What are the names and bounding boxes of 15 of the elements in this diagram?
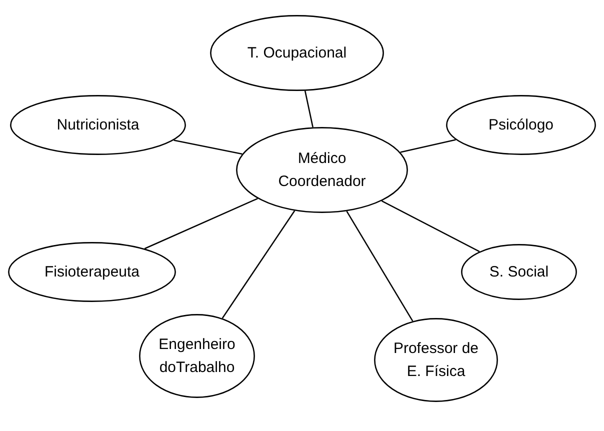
connector-line xyxy=(304,90,314,128)
node-label: Nutricionista xyxy=(56,116,140,136)
connector-line xyxy=(400,139,456,153)
node-label: Psicólogo xyxy=(487,116,555,136)
connector-line xyxy=(144,198,258,250)
node-label: Professor de E. Física xyxy=(392,339,480,382)
node-label: S. Social xyxy=(488,262,550,282)
connector-line xyxy=(222,210,296,319)
connector-line xyxy=(174,140,242,155)
node-label: Engenheiro doTrabalho xyxy=(158,335,236,378)
node-label: Fisioterapeuta xyxy=(43,262,141,282)
connector-line xyxy=(346,210,414,322)
node-label: T. Ocupacional xyxy=(246,44,348,64)
node-label: Médico Coordenador xyxy=(277,149,367,192)
connector-line xyxy=(381,200,480,252)
